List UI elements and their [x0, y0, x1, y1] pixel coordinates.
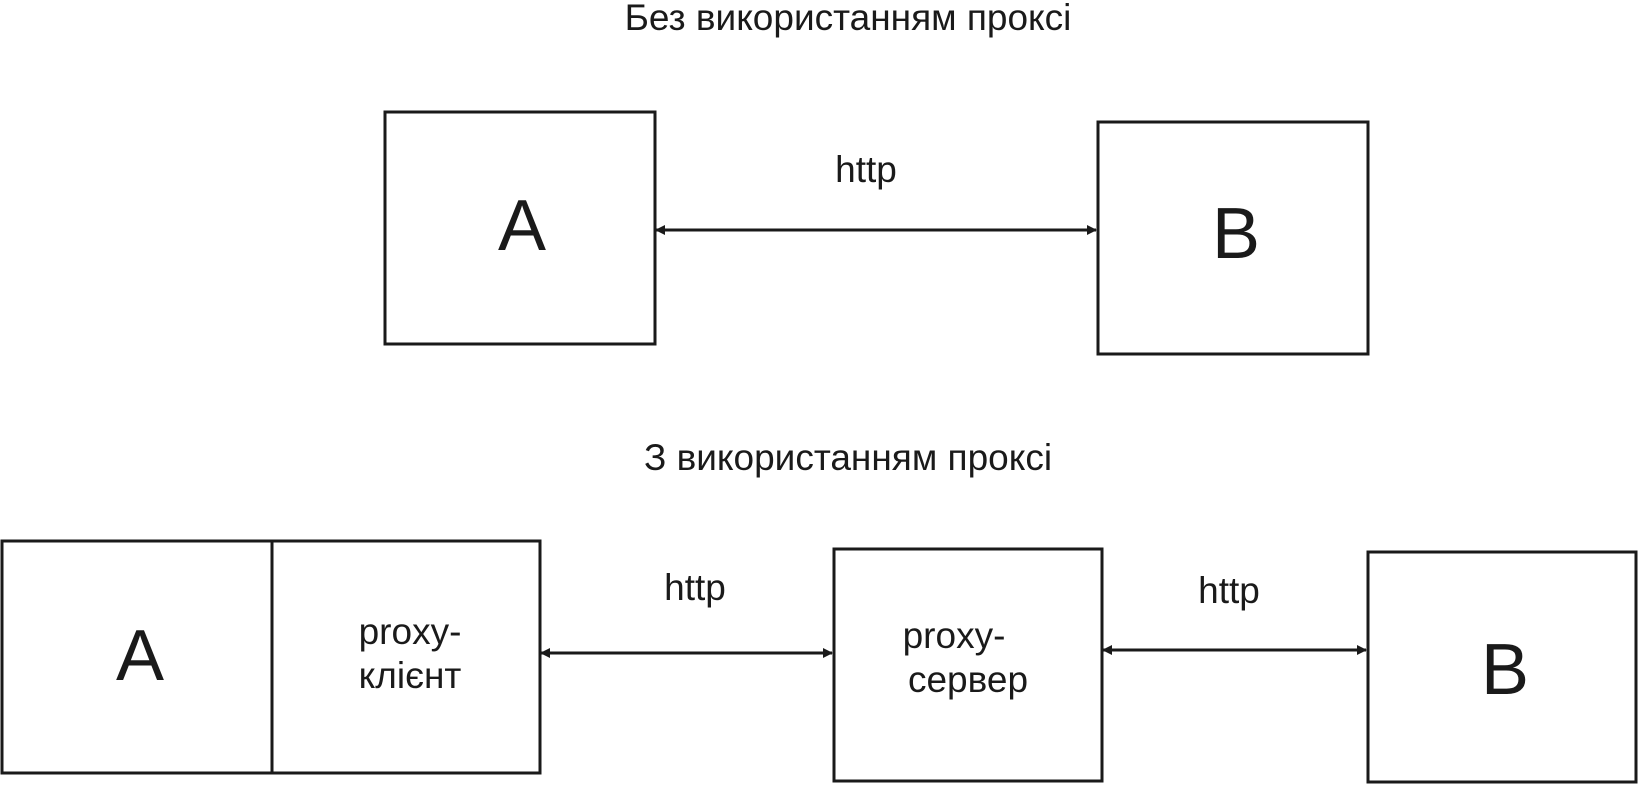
client-to-server-http-label: http [664, 567, 726, 608]
proxy-server-label-line1: proxy- [903, 615, 1006, 656]
top-node-b-box [1096, 120, 1370, 356]
bottom-node-a-box [0, 539, 274, 775]
top-node-b-label: B [1212, 194, 1260, 274]
server-to-b-http-label: http [1198, 570, 1260, 611]
top-section-title: Без використанням проксі [625, 0, 1072, 38]
bottom-node-b-box [1366, 550, 1638, 784]
bottom-section-title: З використанням проксі [644, 437, 1052, 478]
bottom-node-a-label: A [116, 616, 164, 696]
top-node-a-label: A [498, 186, 546, 266]
bottom-node-b-label: B [1481, 630, 1529, 710]
top-section: Без використанням проксі A B http [383, 0, 1370, 356]
proxy-client-label-line1: proxy- [359, 611, 462, 652]
top-node-a-box [383, 110, 657, 346]
bottom-section: З використанням проксі A proxy- клієнт p… [0, 437, 1638, 784]
proxy-server-label-line2: сервер [908, 659, 1028, 700]
proxy-server-box [832, 547, 1104, 783]
proxy-client-label-line2: клієнт [359, 655, 462, 696]
top-http-label: http [835, 149, 897, 190]
